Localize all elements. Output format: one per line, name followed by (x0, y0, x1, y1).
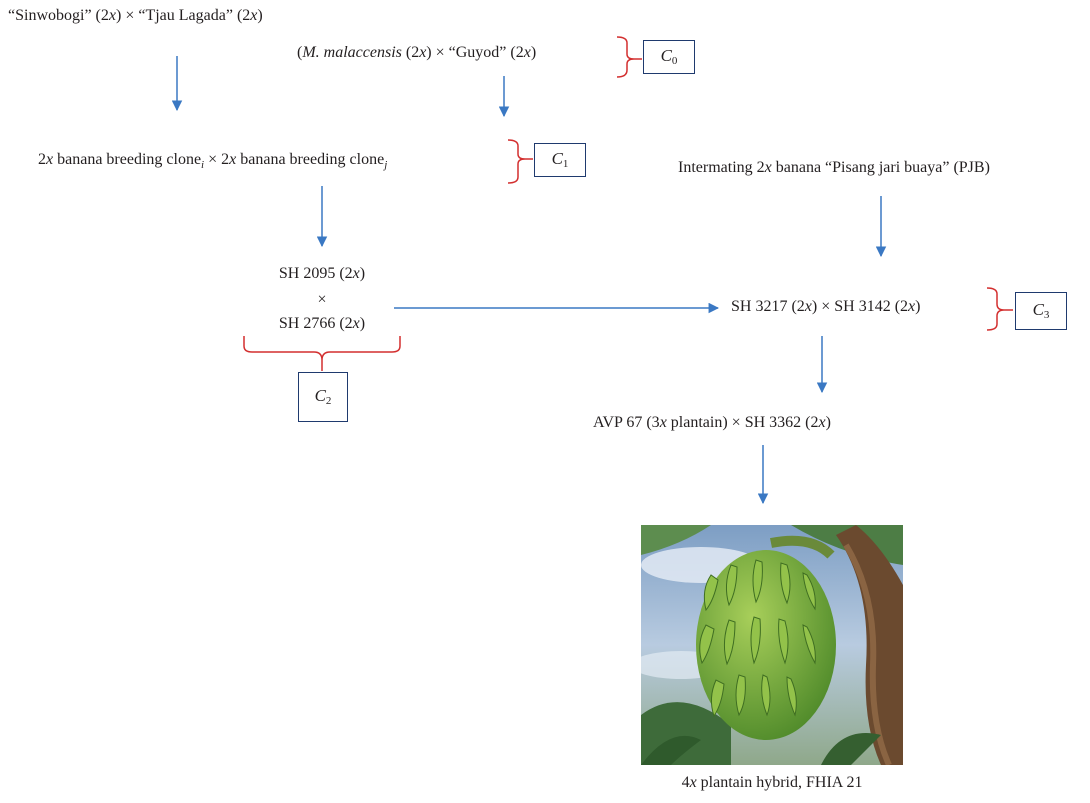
node-text: ) × “Tjau Lagada” (2 (115, 7, 251, 24)
cycle-letter: C (1032, 300, 1044, 319)
cross-sign: × (317, 291, 327, 308)
ploidy-x: x (523, 44, 531, 61)
node-text: ( (297, 44, 303, 61)
photo-caption: 4x plantain hybrid, FHIA 21 (641, 773, 903, 793)
cycle-box-c3: C3 (1015, 292, 1067, 330)
caption-text: plantain hybrid, FHIA 21 (696, 774, 863, 791)
node-sh3217-cross: SH 3217 (2x) × SH 3142 (2x) (731, 297, 920, 317)
node-text: banana breeding clone (53, 151, 202, 168)
cycle-subscript: 1 (562, 158, 569, 170)
node-text: banana “Pisang jari buaya” (PJB) (771, 159, 990, 176)
bracket-c2 (243, 336, 401, 361)
node-text: SH 2766 (2 (278, 315, 353, 332)
node-text: banana breeding clone (236, 151, 385, 168)
banana-bunch-illustration (641, 525, 903, 765)
node-text: ) (257, 7, 263, 24)
node-intermating-pjb: Intermating 2x banana “Pisang jari buaya… (678, 158, 990, 178)
node-text: AVP 67 (3 (593, 414, 660, 431)
cycle-box-c2: C2 (298, 372, 348, 422)
bracket-c1 (507, 139, 526, 184)
species-name: M. malaccensis (302, 44, 402, 61)
cycle-subscript: 0 (671, 55, 678, 67)
ploidy-x: x (419, 44, 427, 61)
node-avp67-cross: AVP 67 (3x plantain) × SH 3362 (2x) (593, 413, 831, 433)
cycle-subscript: 3 (1043, 309, 1050, 321)
node-breeding-clones: 2x banana breeding clonei × 2x banana br… (38, 150, 388, 171)
cycle-box-c0: C0 (643, 40, 695, 74)
node-text: (2 (401, 44, 420, 61)
caption-text: 4 (681, 774, 690, 791)
ploidy-x: x (804, 298, 812, 315)
node-malaccensis-cross: (M. malaccensis (2x) × “Guyod” (2x) (297, 43, 536, 63)
ploidy-x: x (46, 151, 54, 168)
subscript-j: j (384, 159, 388, 171)
node-text: ) (530, 44, 537, 61)
cycle-letter: C (660, 46, 672, 65)
node-text: Intermating 2 (678, 159, 765, 176)
node-text: × 2 (204, 151, 230, 168)
node-text: ) × SH 3142 (2 (811, 298, 909, 315)
cycle-box-c1: C1 (534, 143, 586, 177)
node-text: plantain) × SH 3362 (2 (666, 414, 819, 431)
cycle-letter: C (314, 386, 326, 405)
ploidy-x: x (659, 414, 667, 431)
subscript-i: i (201, 159, 205, 171)
node-text: SH 3217 (2 (731, 298, 805, 315)
node-text: ) (825, 414, 831, 431)
ploidy-x: x (352, 315, 360, 332)
ploidy-x: x (689, 774, 697, 791)
bracket-c3 (986, 287, 1005, 331)
node-sh2095: SH 2095 (2x) (252, 264, 392, 284)
ploidy-x: x (818, 414, 826, 431)
ploidy-x: x (229, 151, 237, 168)
node-sinwobogi-cross: “Sinwobogi” (2x) × “Tjau Lagada” (2x) (8, 6, 263, 26)
node-sh2766: SH 2766 (2x) (252, 314, 392, 334)
node-text: “Sinwobogi” (2 (8, 7, 109, 24)
banana-hybrid-photo (641, 525, 903, 765)
ploidy-x: x (908, 298, 916, 315)
ploidy-x: x (108, 7, 116, 24)
cycle-letter: C (551, 149, 563, 168)
bracket-c0 (616, 36, 635, 78)
cycle-subscript: 2 (325, 395, 332, 407)
node-text: ) (359, 315, 366, 332)
node-text: ) (915, 298, 921, 315)
node-text: ) (359, 265, 366, 282)
node-text: 2 (38, 151, 46, 168)
ploidy-x: x (764, 159, 772, 176)
node-text: SH 2095 (2 (278, 265, 353, 282)
ploidy-x: x (250, 7, 258, 24)
ploidy-x: x (352, 265, 360, 282)
node-text: ) × “Guyod” (2 (426, 44, 524, 61)
